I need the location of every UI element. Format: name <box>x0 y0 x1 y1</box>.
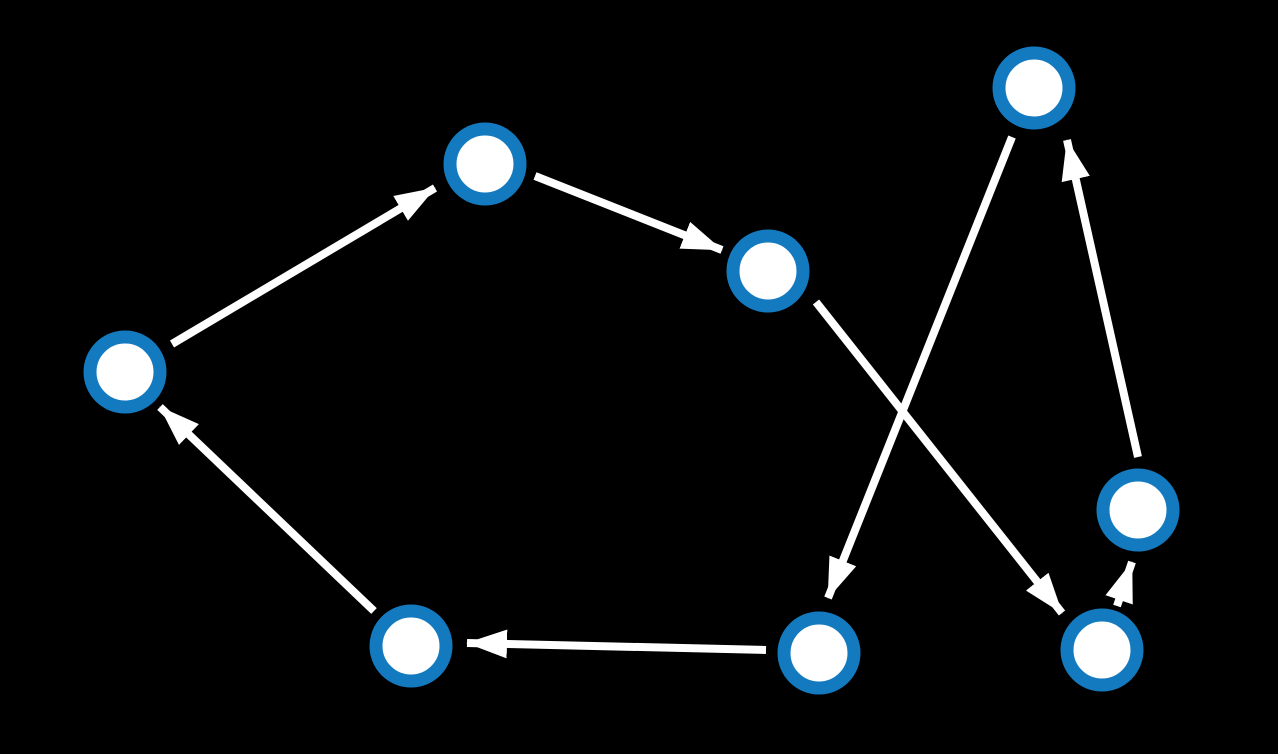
graph-edge-node-top-right-to-node-bottom-middle <box>824 135 1016 600</box>
node-top-left <box>443 122 527 206</box>
node-bottom-left <box>369 604 453 688</box>
graph-edge-node-left-to-node-top-left <box>169 184 438 348</box>
nodes-layer <box>83 46 1180 695</box>
node-bottom-middle <box>777 611 861 695</box>
edges-layer <box>157 135 1142 659</box>
node-right <box>1096 468 1180 552</box>
node-middle <box>726 229 810 313</box>
graph-edge-node-bottom-middle-to-node-bottom-left <box>466 629 767 659</box>
node-top-right <box>992 46 1076 130</box>
node-bottom-right <box>1060 608 1144 692</box>
graph-edge-node-middle-to-node-bottom-right <box>812 299 1066 616</box>
graph-edge-node-top-left-to-node-middle <box>533 172 724 254</box>
graph-edge-node-bottom-left-to-node-left <box>157 404 377 614</box>
node-left <box>83 330 167 414</box>
graph-edge-node-bottom-right-to-node-right <box>1105 560 1136 608</box>
graph-edge-node-right-to-node-top-right <box>1061 139 1142 458</box>
